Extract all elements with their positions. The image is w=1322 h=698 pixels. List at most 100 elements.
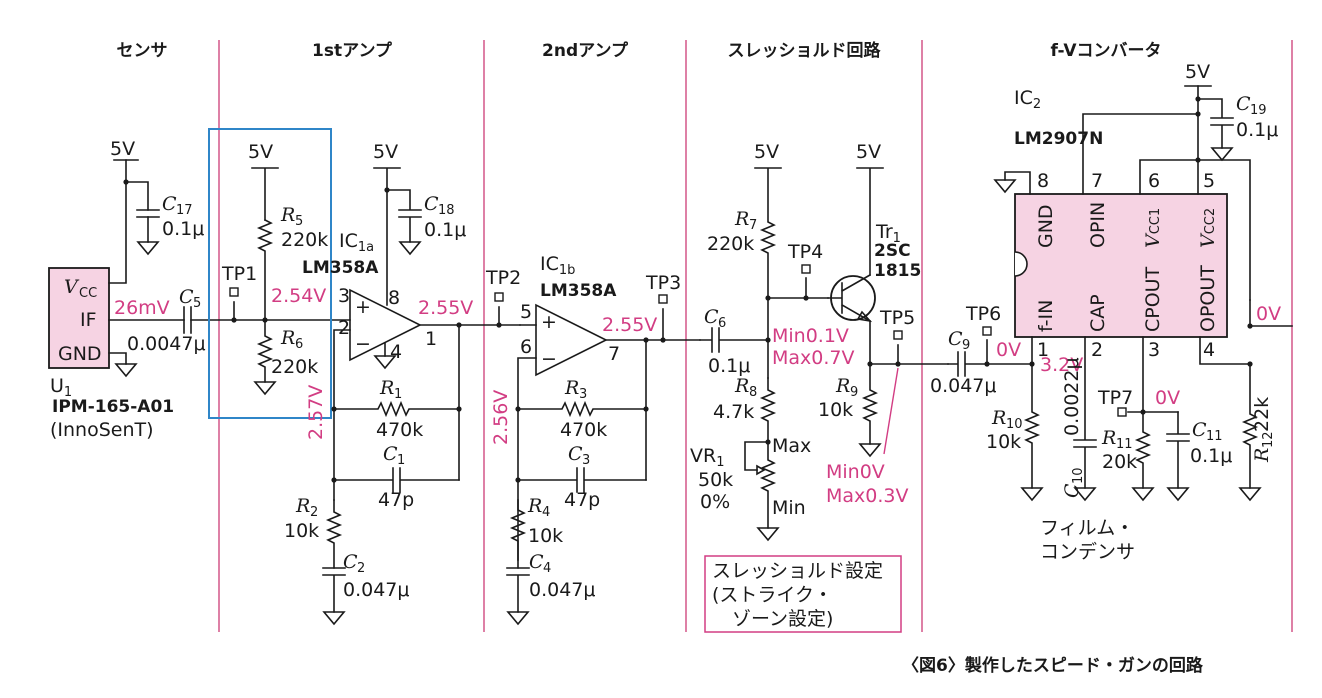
svg-text:0%: 0%	[700, 491, 730, 513]
highlight-box	[208, 128, 332, 419]
svg-text:10k: 10k	[818, 399, 853, 421]
svg-text:OPIN: OPIN	[1087, 202, 1109, 248]
svg-text:220k: 220k	[707, 233, 754, 255]
section-header-amp2: 2ndアンプ	[542, 40, 629, 61]
svg-text:0.1μ: 0.1μ	[1190, 445, 1232, 467]
svg-text:7: 7	[749, 218, 757, 233]
svg-text:(ストライク・: (ストライク・	[712, 584, 833, 606]
svg-text:C: C	[179, 286, 194, 308]
svg-text:C: C	[529, 551, 544, 573]
tp7-label: TP7	[1097, 387, 1133, 409]
svg-text:R: R	[1251, 448, 1273, 463]
sensor-module	[48, 267, 110, 369]
tp1-label: TP1	[221, 263, 257, 285]
svg-text:2: 2	[357, 561, 365, 576]
section-header-fv: f-Vコンバータ	[1050, 41, 1161, 61]
svg-text:11: 11	[1206, 429, 1223, 444]
svg-text:R: R	[1101, 427, 1116, 449]
svg-text:LM358A: LM358A	[302, 258, 379, 278]
svg-text:7: 7	[1091, 170, 1103, 192]
svg-text:OPOUT: OPOUT	[1197, 265, 1219, 332]
svg-text:5: 5	[1203, 170, 1215, 192]
tp3-label: TP3	[645, 272, 681, 294]
svg-text:11: 11	[1116, 437, 1133, 452]
svg-text:GND: GND	[1035, 204, 1057, 248]
svg-text:22k: 22k	[1251, 397, 1273, 432]
svg-text:5: 5	[193, 296, 201, 311]
svg-text:C: C	[948, 328, 963, 350]
svg-text:3: 3	[579, 387, 587, 402]
svg-text:Max: Max	[772, 435, 811, 457]
svg-text:スレッショルド設定: スレッショルド設定	[712, 560, 883, 582]
svg-text:VR1: VR1	[690, 445, 724, 470]
svg-text:0.1μ: 0.1μ	[162, 218, 204, 240]
svg-text:C: C	[424, 193, 439, 215]
svg-text:0.1μ: 0.1μ	[424, 219, 466, 241]
svg-text:R: R	[835, 375, 850, 397]
section-header-amp1: 1stアンプ	[312, 40, 393, 61]
svg-text:50k: 50k	[698, 469, 733, 491]
voltage-tp1: 2.54V	[271, 285, 326, 307]
svg-text:LM2907N: LM2907N	[1014, 129, 1103, 149]
svg-text:6: 6	[295, 337, 303, 352]
svg-text:R: R	[991, 407, 1006, 429]
voltage-base-min: Min0.1V	[772, 325, 849, 347]
svg-text:9: 9	[962, 338, 970, 353]
svg-text:R: R	[280, 327, 295, 349]
svg-text:5V: 5V	[248, 141, 273, 163]
tp6-label: TP6	[965, 303, 1001, 325]
svg-text:5V: 5V	[373, 141, 398, 163]
svg-text:2: 2	[1091, 339, 1103, 361]
svg-text:220k: 220k	[271, 356, 318, 378]
svg-text:4: 4	[1203, 339, 1215, 361]
svg-text:8: 8	[388, 287, 400, 309]
svg-text:IC1b: IC1b	[540, 253, 575, 278]
svg-text:R: R	[734, 375, 749, 397]
svg-text:C: C	[1236, 93, 1251, 115]
svg-text:4: 4	[542, 505, 550, 520]
voltage-tp6: 0V	[996, 339, 1021, 361]
voltage-ic1b-inv: 2.56V	[490, 390, 512, 445]
svg-text:0.1μ: 0.1μ	[1236, 119, 1278, 141]
sensor-part: IPM-165-A01	[52, 397, 174, 417]
voltage-tp5-max: Max0.3V	[826, 485, 909, 507]
svg-text:R: R	[379, 377, 394, 399]
svg-text:VCC2: VCC2	[1197, 208, 1219, 248]
svg-text:6: 6	[718, 316, 726, 331]
sensor-pin-if: IF	[80, 309, 97, 331]
section-headers: センサ 1stアンプ 2ndアンプ スレッショルド回路 f-Vコンバータ	[117, 40, 1162, 61]
svg-text:3: 3	[582, 453, 590, 468]
svg-text:+: +	[541, 311, 557, 333]
svg-text:Tr1: Tr1	[875, 221, 901, 246]
svg-text:VCC1: VCC1	[1142, 208, 1164, 248]
section-header-threshold: スレッショルド回路	[728, 40, 882, 61]
voltage-sensor-out: 26mV	[114, 297, 170, 319]
svg-text:C: C	[1192, 419, 1207, 441]
svg-text:2: 2	[338, 317, 350, 339]
svg-text:19: 19	[1250, 103, 1267, 118]
voltage-ic1a-out: 2.55V	[418, 297, 473, 319]
voltage-pin1: 3.2V	[1040, 354, 1083, 376]
svg-text:フィルム・: フィルム・	[1040, 517, 1134, 539]
svg-text:5: 5	[295, 214, 303, 229]
svg-text:8: 8	[749, 385, 757, 400]
svg-text:CC: CC	[79, 286, 97, 301]
svg-text:3: 3	[338, 285, 350, 307]
svg-text:1: 1	[397, 453, 405, 468]
svg-text:Min: Min	[772, 497, 806, 519]
svg-text:17: 17	[176, 203, 193, 218]
svg-text:C: C	[704, 306, 719, 328]
svg-text:20k: 20k	[1102, 451, 1137, 473]
figure-caption: 〈図6〉製作したスピード・ガンの回路	[902, 655, 1204, 676]
svg-text:0.047μ: 0.047μ	[930, 375, 996, 397]
svg-text:0.047μ: 0.047μ	[529, 579, 595, 601]
svg-text:0.0022μ: 0.0022μ	[1061, 357, 1083, 436]
svg-text:8: 8	[1037, 170, 1049, 192]
svg-text:IC2: IC2	[1014, 87, 1041, 112]
threshold-note-box	[704, 555, 902, 633]
